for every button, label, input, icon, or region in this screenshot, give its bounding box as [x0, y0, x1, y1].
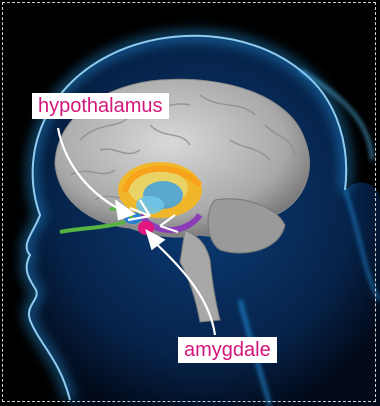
amygdale-label: amygdale	[178, 337, 277, 363]
hypothalamus-label: hypothalamus	[32, 93, 169, 119]
